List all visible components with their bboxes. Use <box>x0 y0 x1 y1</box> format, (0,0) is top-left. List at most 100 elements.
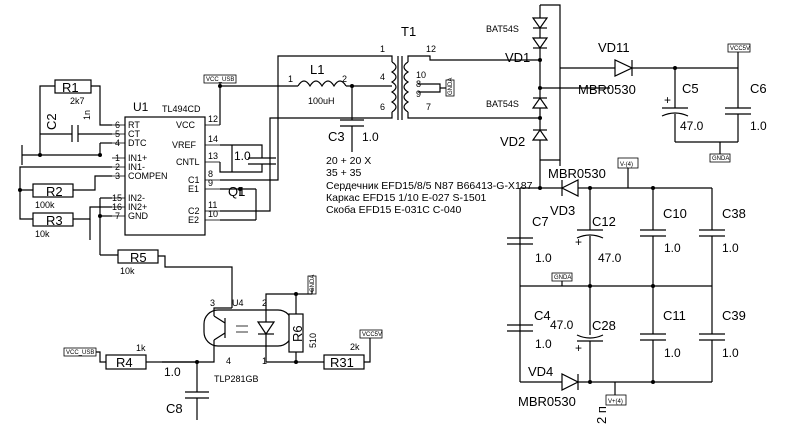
c28-value: 47.0 <box>550 318 574 332</box>
gnda-c5-label: GNDA <box>712 156 729 162</box>
c2-capacitor: C2 1n <box>44 110 92 142</box>
r1-resistor: R1 2k7 <box>54 79 92 106</box>
r1-value: 2k7 <box>70 96 85 106</box>
u1-pin4-name: DTC <box>128 138 147 148</box>
vd1-part: BAT54S <box>486 24 519 34</box>
r5-value: 10k <box>120 266 135 276</box>
u4-part: TLP281GB <box>214 374 259 384</box>
vd1-ref: VD1 <box>505 50 530 65</box>
u1-pin9-num: 9 <box>208 178 213 188</box>
net-vcc-usb-r4: VCC_USB <box>63 347 106 363</box>
u1-pin10-name: E2 <box>188 215 199 225</box>
r4-value: 1k <box>136 343 146 353</box>
c4-ref: C4 <box>534 308 551 323</box>
c12-capacitor: + C12 47.0 <box>575 188 622 286</box>
c2-value: 1n <box>82 110 92 120</box>
l1-value: 100uH <box>308 96 335 106</box>
c38-ref: C38 <box>722 206 746 221</box>
c39-capacitor: C39 1.0 <box>699 286 746 382</box>
svg-text:+: + <box>575 235 582 249</box>
c4-capacitor: C4 1.0 <box>507 308 552 351</box>
c6-ref: C6 <box>750 81 767 96</box>
u1-pin7-name: GND <box>128 211 149 221</box>
net-vplus: V+(4) <box>605 382 627 406</box>
r6-ref: R6 <box>290 325 305 342</box>
note-line-5: Скоба EFD15 E-031C C-040 <box>326 204 462 216</box>
c5-capacitor: + C5 47.0 <box>661 68 704 142</box>
u1-pin2-num: 2 <box>115 162 120 172</box>
c7-ref: C7 <box>532 214 549 229</box>
t1-pin9: 9 <box>416 89 421 99</box>
r31-ref: R31 <box>330 355 354 370</box>
u1-pin13-name: CNTL <box>176 157 200 167</box>
u1-pin10-num: 10 <box>208 209 218 219</box>
u1-pin15-num: 15 <box>112 193 122 203</box>
vcc-usb-u1-label: VCC_USB <box>206 77 234 83</box>
vd11-diode: VD11 MBR0530 <box>578 40 636 97</box>
t1-pin7: 7 <box>426 102 431 112</box>
vd4-diode: VD4 MBR0530 <box>518 364 580 409</box>
c11-value: 1.0 <box>664 346 681 360</box>
c39-value: 1.0 <box>722 346 739 360</box>
vd3-ref: VD3 <box>550 203 575 218</box>
c28-ref: C28 <box>592 318 616 333</box>
c5-ref: C5 <box>682 81 699 96</box>
c39-ref: C39 <box>722 308 746 323</box>
c38-value: 1.0 <box>722 241 739 255</box>
r31-value: 2k <box>350 342 360 352</box>
u1-pin6-name: RT <box>128 120 140 130</box>
u1-pin16-num: 16 <box>112 202 122 212</box>
r5-resistor: R5 10k <box>117 249 159 276</box>
l1-ref: L1 <box>310 62 324 77</box>
vd2-part: BAT54S <box>486 99 519 109</box>
c7-capacitor: C7 1.0 <box>507 214 552 265</box>
l1-inductor: L1 100uH 1 2 <box>288 62 347 106</box>
r3-value: 10k <box>35 229 50 239</box>
u4-pin1: 1 <box>262 356 267 366</box>
note-line-2: 35 + 35 <box>326 167 361 179</box>
c-cntl-value: 1.0 <box>234 149 251 163</box>
c6-value: 1.0 <box>750 119 767 133</box>
c8-ref: C8 <box>166 401 183 416</box>
l1-pin1: 1 <box>288 74 293 84</box>
u1-pin11-num: 11 <box>208 200 217 210</box>
vd3-part: MBR0530 <box>548 166 606 181</box>
u1-pin1-num: 1 <box>115 153 120 163</box>
c10-capacitor: C10 1.0 <box>640 188 687 286</box>
u4-pin4: 4 <box>226 356 231 366</box>
c8-capacitor: C8 1.0 <box>164 362 209 420</box>
u1-pin7-num: 7 <box>115 211 120 221</box>
edge-text: 2 п <box>594 406 609 424</box>
u1-pin8-num: 8 <box>208 169 213 179</box>
net-vcc-usb-u1: VCC_USB <box>203 74 237 84</box>
gnda-mid-label: GNDA <box>554 275 571 281</box>
r2-ref: R2 <box>46 184 63 199</box>
r2-resistor: R2 100k <box>32 183 74 210</box>
c2-ref: C2 <box>44 113 59 130</box>
vcc-usb-r4-label: VCC_USB <box>66 350 94 356</box>
net-vcc5v-r31: VCC5V <box>359 329 383 339</box>
vd3-diode: MBR0530 VD3 <box>548 166 606 218</box>
c7-value: 1.0 <box>535 251 552 265</box>
c3-ref: C3 <box>328 129 345 144</box>
u1-pin11-name: C2 <box>188 206 200 216</box>
vd11-part: MBR0530 <box>578 82 636 97</box>
note-line-4: Каркас EFD15 1/10 E-027 S-1501 <box>326 192 487 204</box>
gnda-u4-label: GNDA <box>310 275 316 292</box>
r5-ref: R5 <box>130 250 147 265</box>
r2-value: 100k <box>35 200 55 210</box>
c10-value: 1.0 <box>664 241 681 255</box>
t1-pin12: 12 <box>426 44 436 54</box>
u4-pin3: 3 <box>210 298 215 308</box>
c12-value: 47.0 <box>598 251 622 265</box>
u1-pin15-name: IN2- <box>128 193 145 203</box>
u1-pin2-name: IN1- <box>128 162 145 172</box>
c28-capacitor: + C28 47.0 <box>550 286 616 382</box>
u1-pin6-num: 6 <box>115 120 120 130</box>
c3-value: 1.0 <box>362 130 379 144</box>
net-gnda-mid: GNDA <box>551 272 573 286</box>
u4-ref: U4 <box>232 298 244 308</box>
vplus-label: V+(4) <box>608 399 623 405</box>
u1-pin16-name: IN2+ <box>128 202 147 212</box>
